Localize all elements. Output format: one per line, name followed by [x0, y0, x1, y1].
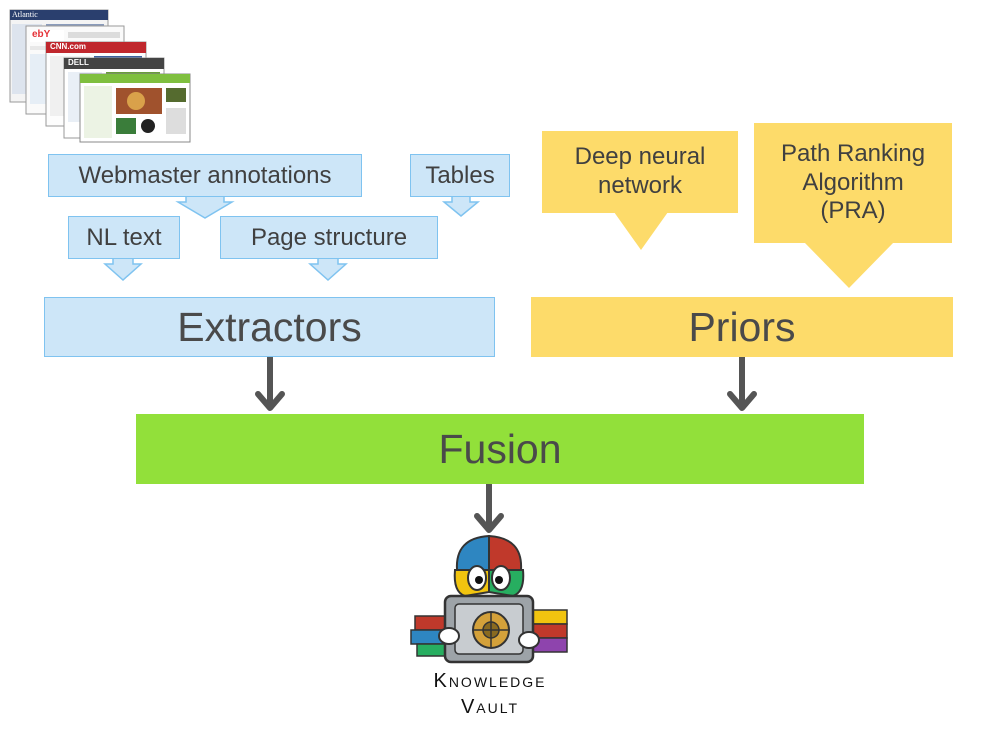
- priors-to-fusion-arrow: [727, 354, 757, 411]
- atlantic-label: Atlantic: [12, 10, 38, 19]
- dnn-pointer: [614, 212, 668, 250]
- tables-pointer: [441, 195, 481, 217]
- extractors-label: Extractors: [177, 303, 362, 350]
- fusion-box: Fusion: [136, 414, 864, 484]
- webmaster-pointer: [175, 195, 235, 219]
- priors-box: Priors: [531, 297, 953, 357]
- extractors-box: Extractors: [44, 297, 495, 357]
- knowledge-vault-logo: Knowledge: [405, 530, 575, 692]
- page-structure-pointer: [308, 257, 348, 282]
- fusion-label: Fusion: [438, 425, 562, 472]
- pra-box: Path Ranking Algorithm (PRA): [754, 123, 952, 243]
- webmaster-annotations-label: Webmaster annotations: [78, 161, 332, 189]
- extractors-to-fusion-arrow: [255, 354, 285, 411]
- deep-neural-network-box: Deep neural network: [542, 131, 738, 213]
- priors-label: Priors: [688, 303, 796, 350]
- tables-box: Tables: [410, 154, 510, 197]
- knowledge-vault-mascot: [410, 534, 568, 664]
- page-structure-box: Page structure: [220, 216, 438, 259]
- cnn-label: CNN.com: [50, 42, 87, 51]
- knowledge-vault-title-line2: Vault: [460, 696, 520, 718]
- pra-pointer: [804, 242, 894, 288]
- webmaster-annotations-box: Webmaster annotations: [48, 154, 362, 197]
- webpage-screenshots: Atlantic ebY CNN.com DELL: [8, 8, 208, 143]
- fusion-to-vault-arrow: [474, 481, 504, 533]
- nl-text-label: NL text: [86, 223, 162, 251]
- webpage-stack-graphic: [9, 9, 191, 143]
- nl-text-pointer: [103, 257, 143, 282]
- ebay-label: ebY: [32, 29, 51, 40]
- tables-label: Tables: [425, 161, 495, 189]
- page-structure-label: Page structure: [250, 223, 408, 251]
- pra-label: Path Ranking Algorithm (PRA): [780, 139, 926, 225]
- nl-text-box: NL text: [68, 216, 180, 259]
- dell-label: DELL: [68, 58, 89, 67]
- deep-neural-network-label: Deep neural network: [574, 143, 706, 199]
- knowledge-vault-title-line1: Knowledge: [433, 670, 547, 692]
